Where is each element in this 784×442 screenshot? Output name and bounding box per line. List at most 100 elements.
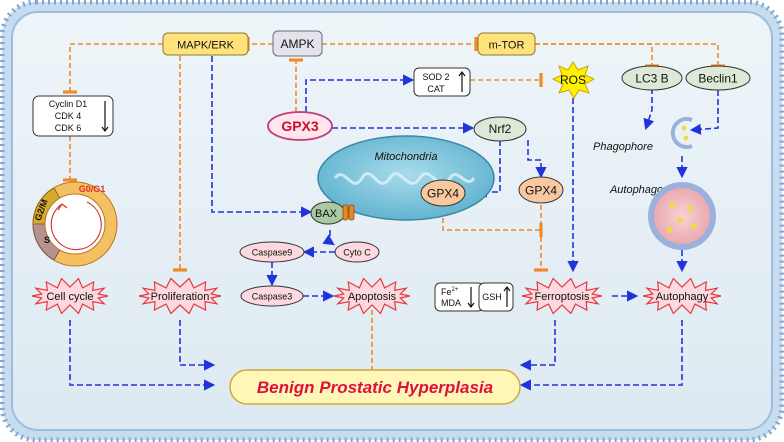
beclin1-node: Beclin1 <box>685 65 751 91</box>
cargo-dot <box>667 227 673 233</box>
outcome-burst-shape <box>138 277 222 315</box>
nrf2-label: Nrf2 <box>489 122 512 136</box>
autophagosome-node: Autophagosome <box>609 182 716 250</box>
outcome-ferroptosis: Ferroptosis <box>521 277 603 315</box>
up-arrow-icon <box>503 286 511 307</box>
outcome-burst-shape <box>521 277 603 315</box>
phagophore-node: Phagophore <box>593 117 693 153</box>
g0g1-label: G0/G1 <box>79 184 106 194</box>
outcome-label-apoptosis: Apoptosis <box>348 291 397 303</box>
gpx3-label: GPX3 <box>281 118 319 134</box>
cargo-dot <box>691 223 697 229</box>
lc3b-node: LC3 B <box>621 65 683 91</box>
mapk-label: MAPK/ERK <box>177 40 235 52</box>
up-arrow-icon <box>458 71 466 92</box>
cyto-c-label: Cyto C <box>343 248 371 258</box>
gpx4-right-label: GPX4 <box>525 184 557 198</box>
gsh-label: GSH <box>482 292 502 302</box>
bax-label: BAX <box>315 208 338 220</box>
arrow-cellcycle-bph <box>69 320 216 391</box>
outcome-label-cell-cycle: Cell cycle <box>46 291 93 303</box>
cat-label: CAT <box>427 84 445 94</box>
down-arrow-icon <box>467 287 475 308</box>
caspase9-node: Caspase9 <box>239 241 305 263</box>
outcome-label-proliferation: Proliferation <box>151 291 210 303</box>
caspase9-label: Caspase9 <box>252 248 293 258</box>
lc3b-label: LC3 B <box>635 72 668 86</box>
caspase3-node: Caspase3 <box>240 285 304 307</box>
arrow-gpx3-sod <box>305 74 415 112</box>
mapk-node: MAPK/ERK <box>162 32 249 56</box>
inhibition-lines <box>62 36 726 374</box>
phagophore-label: Phagophore <box>593 141 653 153</box>
cyclin-cdk-box: Cyclin D1 CDK 4 CDK 6 <box>32 95 114 137</box>
bph-label: Benign Prostatic Hyperplasia <box>257 378 493 397</box>
gpx4-right-node: GPX4 <box>518 176 564 204</box>
cell-cycle-ring: G0/G1 G2/M S <box>32 181 118 267</box>
bph-result: Benign Prostatic Hyperplasia <box>229 369 521 405</box>
ampk-node: AMPK <box>272 30 323 57</box>
bax-node: BAX <box>310 201 355 225</box>
cargo-dot <box>681 125 687 131</box>
phagophore-membrane <box>670 117 693 149</box>
outcome-apoptosis: Apoptosis <box>333 277 411 315</box>
autophagosome-inner <box>654 188 710 244</box>
cargo-dot <box>683 135 689 141</box>
cargo-dot <box>677 217 683 223</box>
inhibit-mtor-beclin <box>535 43 726 68</box>
mitochondria-label: Mitochondria <box>375 151 438 163</box>
inhibit-mapk-cyclin <box>62 43 163 94</box>
cargo-dot <box>687 205 693 211</box>
mtor-node: m-TOR <box>477 32 536 56</box>
arrow-mapk-bax <box>211 56 313 218</box>
gpx4-mito-label: GPX4 <box>427 187 459 201</box>
outcome-cell-cycle: Cell cycle <box>31 277 109 315</box>
inhibit-mito-gpx4 <box>442 210 543 238</box>
cycle-arrowhead-icon <box>57 203 68 211</box>
mtor-label: m-TOR <box>489 40 525 52</box>
cdk6-label: CDK 6 <box>55 123 82 133</box>
outcome-label-ferroptosis: Ferroptosis <box>534 291 590 303</box>
cdk4-label: CDK 4 <box>55 111 82 121</box>
cytoplasm <box>11 11 773 431</box>
bph-banner <box>229 369 521 405</box>
ros-node: ROS <box>551 61 596 99</box>
outcome-label-autophagy: Autophagy <box>656 291 709 303</box>
sod-cat-box: SOD 2 CAT <box>413 67 471 97</box>
cyto-c-node: Cyto C <box>334 241 380 263</box>
fe-label: Fe2+ <box>441 287 459 297</box>
fe-mda-gsh-box: Fe2+ MDA GSH <box>434 282 514 312</box>
outcome-burst-shape <box>642 277 722 315</box>
mitochondria-cristae <box>333 172 476 185</box>
arrow-beclin-phagophore <box>689 90 719 135</box>
mda-label: MDA <box>441 298 461 308</box>
outcome-proliferation: Proliferation <box>138 277 222 315</box>
arrow-nrf2-gpx4 <box>527 140 547 179</box>
pore-channel-icon <box>342 204 349 221</box>
arrow-lc3b-phagophore <box>643 88 655 131</box>
sod2-label: SOD 2 <box>422 72 449 82</box>
gpx4-mito-node: GPX4 <box>420 179 466 207</box>
cycle-direction-arc <box>50 201 102 251</box>
cell-cycle-center <box>44 193 106 255</box>
outcome-autophagy: Autophagy <box>642 277 722 315</box>
outcome-burst-shape <box>333 277 411 315</box>
outcome-group: Cell cycle Proliferation Apoptosis Ferropto… <box>31 277 722 315</box>
cyclin-d1-label: Cyclin D1 <box>49 99 88 109</box>
gpx3-node: GPX3 <box>267 111 333 141</box>
ampk-label: AMPK <box>280 37 314 51</box>
arrow-autophagy-bph <box>519 320 683 391</box>
cargo-dot <box>669 202 675 208</box>
nrf2-node: Nrf2 <box>473 116 527 142</box>
beclin1-label: Beclin1 <box>698 72 738 86</box>
s-label: S <box>44 235 50 245</box>
ros-label: ROS <box>560 73 586 87</box>
pore-channel-icon-2 <box>348 204 355 221</box>
down-arrow-icon <box>101 101 109 132</box>
outcome-burst-shape <box>31 277 109 315</box>
caspase3-label: Caspase3 <box>252 292 293 302</box>
arrow-ferroptosis-bph <box>519 320 556 371</box>
